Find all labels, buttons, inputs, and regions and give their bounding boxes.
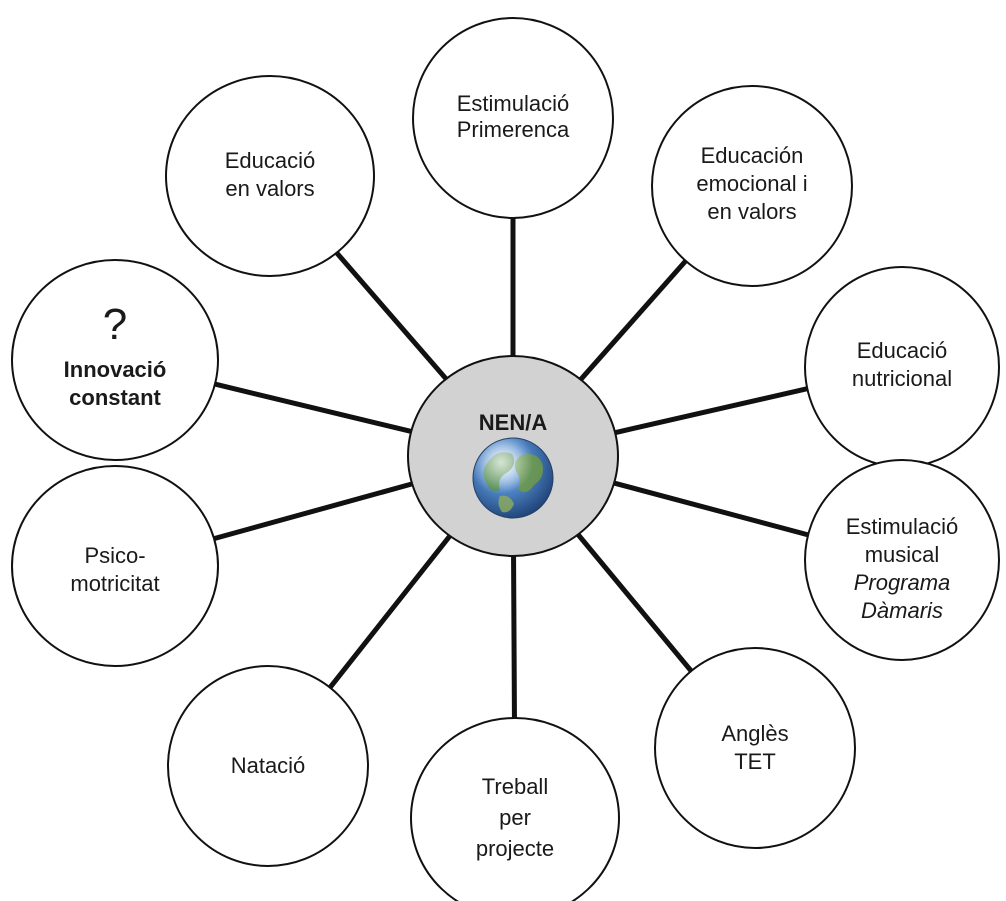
node-label-line: Educació [225, 148, 316, 173]
node-label-line: Psico- [84, 543, 145, 568]
spoke-angles-tet [576, 532, 694, 673]
question-mark: ? [103, 300, 127, 349]
node-label-line: projecte [476, 836, 554, 861]
node-innovacio-constant: ? Innovació constant [11, 259, 219, 461]
node-label-line: Anglès [721, 721, 788, 746]
node-label-line: per [499, 805, 531, 830]
node-circle [167, 665, 369, 867]
spoke-educacio-nutricional [614, 386, 808, 436]
spoke-psicomotricitat [213, 481, 413, 542]
node-circle [11, 465, 219, 667]
node-label-line: Dàmaris [861, 598, 943, 623]
nodes: EstimulacióPrimerencaEducaciónemocional … [11, 17, 1000, 901]
node-circle [11, 259, 219, 461]
spoke-educacion-emocional [578, 259, 688, 382]
node-label-line: Educació [857, 338, 948, 363]
node-circle [651, 85, 853, 287]
node-label-line: Educación [701, 143, 804, 168]
spoke-natacio [328, 534, 452, 690]
node-label-line: Primerenca [457, 117, 570, 142]
node-label-line: Estimulació [457, 91, 569, 116]
node-educacion-emocional: Educación emocional i en valors [651, 85, 853, 287]
node-label-line: en valors [707, 199, 796, 224]
node-label-line: Programa [854, 570, 951, 595]
node-circle [412, 17, 614, 219]
spoke-educacio-en-valors [334, 251, 448, 381]
node-circle [654, 647, 856, 849]
node-label-line: motricitat [70, 571, 159, 596]
node-natacio: Natació [167, 665, 369, 867]
spokes [213, 218, 809, 719]
node-educacio-nutricional: Educació nutricional [804, 266, 1000, 468]
node-psicomotricitat: Psico-motricitat [11, 465, 219, 667]
node-educacio-en-valors: Educació en valors [165, 75, 375, 277]
center-title: NEN/A [479, 410, 548, 435]
center-hub: NEN/A [407, 355, 619, 557]
globe-icon [472, 437, 554, 519]
spoke-innovacio-constant [214, 381, 412, 434]
node-label-line: TET [734, 749, 776, 774]
node-circle [165, 75, 375, 277]
node-label-line: Natació [231, 753, 306, 778]
node-label-line: musical [865, 542, 940, 567]
node-circle [804, 459, 1000, 661]
node-label-line: en valors [225, 176, 314, 201]
node-label-line: Estimulació [846, 514, 958, 539]
node-label-line: emocional i [696, 171, 807, 196]
node-circle [410, 717, 620, 901]
node-label-line: constant [69, 385, 161, 410]
node-treball-per-projecte: Treball per projecte [410, 717, 620, 901]
node-label-line: Innovació [64, 357, 167, 382]
spoke-estimulacio-musical [613, 480, 809, 538]
node-label-line: nutricional [852, 366, 952, 391]
spoke-treball-per-projecte [511, 555, 517, 719]
node-label-line: Treball [482, 774, 548, 799]
